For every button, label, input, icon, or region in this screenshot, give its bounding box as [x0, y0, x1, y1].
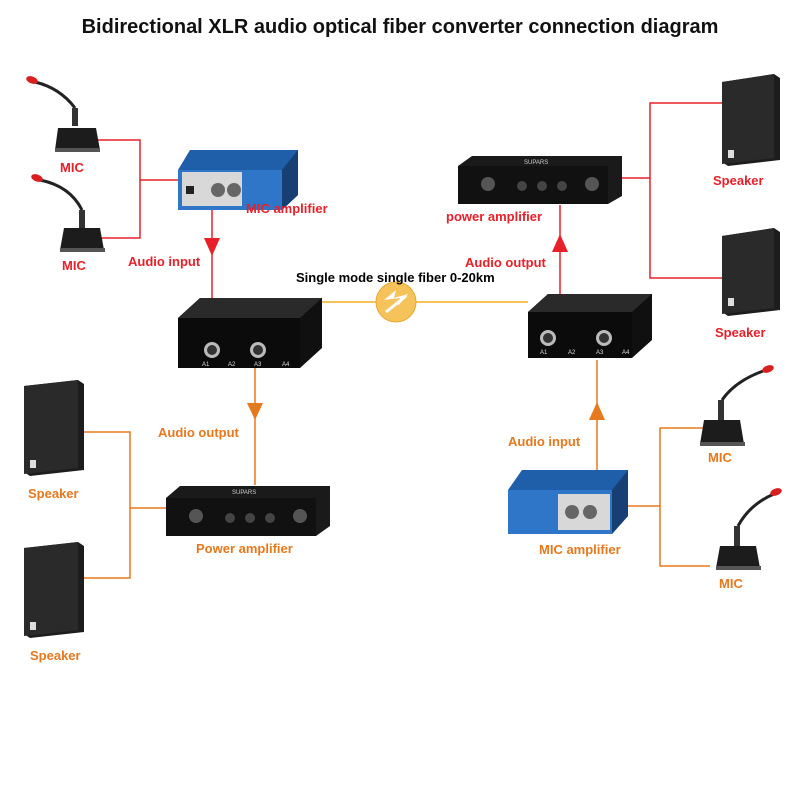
label-fiber: Single mode single fiber 0-20km [296, 270, 495, 285]
speaker-icon [722, 228, 780, 316]
label-mic: MIC [719, 576, 743, 591]
label-audio-output: Audio output [158, 425, 239, 440]
wire-mic-br2 [659, 506, 710, 567]
label-mic: MIC [60, 160, 84, 175]
wire-speaker-tr1 [622, 102, 722, 179]
speaker-icon [722, 74, 780, 166]
label-power-amplifier: Power amplifier [196, 541, 293, 556]
label-audio-input: Audio input [128, 254, 201, 269]
wire-speaker-bl1 [84, 431, 166, 509]
arrow-down-orange-left [247, 403, 263, 420]
mic-amplifier-right-device [508, 470, 628, 534]
fiber-converter-right [528, 294, 652, 358]
label-speaker: Speaker [28, 486, 79, 501]
label-mic: MIC [62, 258, 86, 273]
label-speaker: Speaker [713, 173, 764, 188]
port-label: A4 [282, 362, 290, 368]
mic-icon [700, 365, 774, 446]
fiber-converter-left [178, 298, 322, 368]
port-label: A1 [540, 350, 548, 356]
mic-icon [716, 488, 782, 570]
speaker-icon [24, 380, 84, 476]
mic-amplifier-device [178, 150, 298, 210]
wire-mic-br1 [624, 427, 706, 507]
port-label: A4 [622, 350, 630, 356]
speaker-icon [24, 542, 84, 638]
label-mic-amplifier: MIC amplifier [246, 201, 328, 216]
fiber-icon [375, 281, 417, 323]
port-label: A2 [228, 362, 236, 368]
port-label: A2 [568, 350, 576, 356]
label-speaker: Speaker [30, 648, 81, 663]
wire-mic-tl2 [95, 180, 141, 239]
label-mic: MIC [708, 450, 732, 465]
arrow-up-red-right [552, 234, 568, 252]
amp-brand-label: SUPARS [524, 160, 549, 166]
label-mic-amplifier: MIC amplifier [539, 542, 621, 557]
mic-icon [31, 174, 105, 252]
label-audio-output: Audio output [465, 255, 546, 270]
port-label: A1 [202, 362, 210, 368]
label-power-amplifier: power amplifier [446, 209, 543, 224]
amp-brand-label: SUPARS [232, 490, 257, 496]
arrow-up-orange-right [589, 402, 605, 420]
port-label: A3 [254, 362, 262, 368]
wire-speaker-bl2 [84, 508, 131, 579]
label-audio-input: Audio input [508, 434, 581, 449]
arrow-down-red-left [204, 238, 220, 256]
power-amplifier-left-device [166, 486, 330, 536]
mic-icon [26, 76, 100, 152]
label-speaker: Speaker [715, 325, 766, 340]
wire-mic-tl1 [82, 139, 178, 181]
wire-speaker-tr2 [649, 178, 722, 279]
port-label: A3 [596, 350, 604, 356]
power-amplifier-right-device [458, 156, 622, 204]
page-title: Bidirectional XLR audio optical fiber co… [81, 16, 719, 38]
